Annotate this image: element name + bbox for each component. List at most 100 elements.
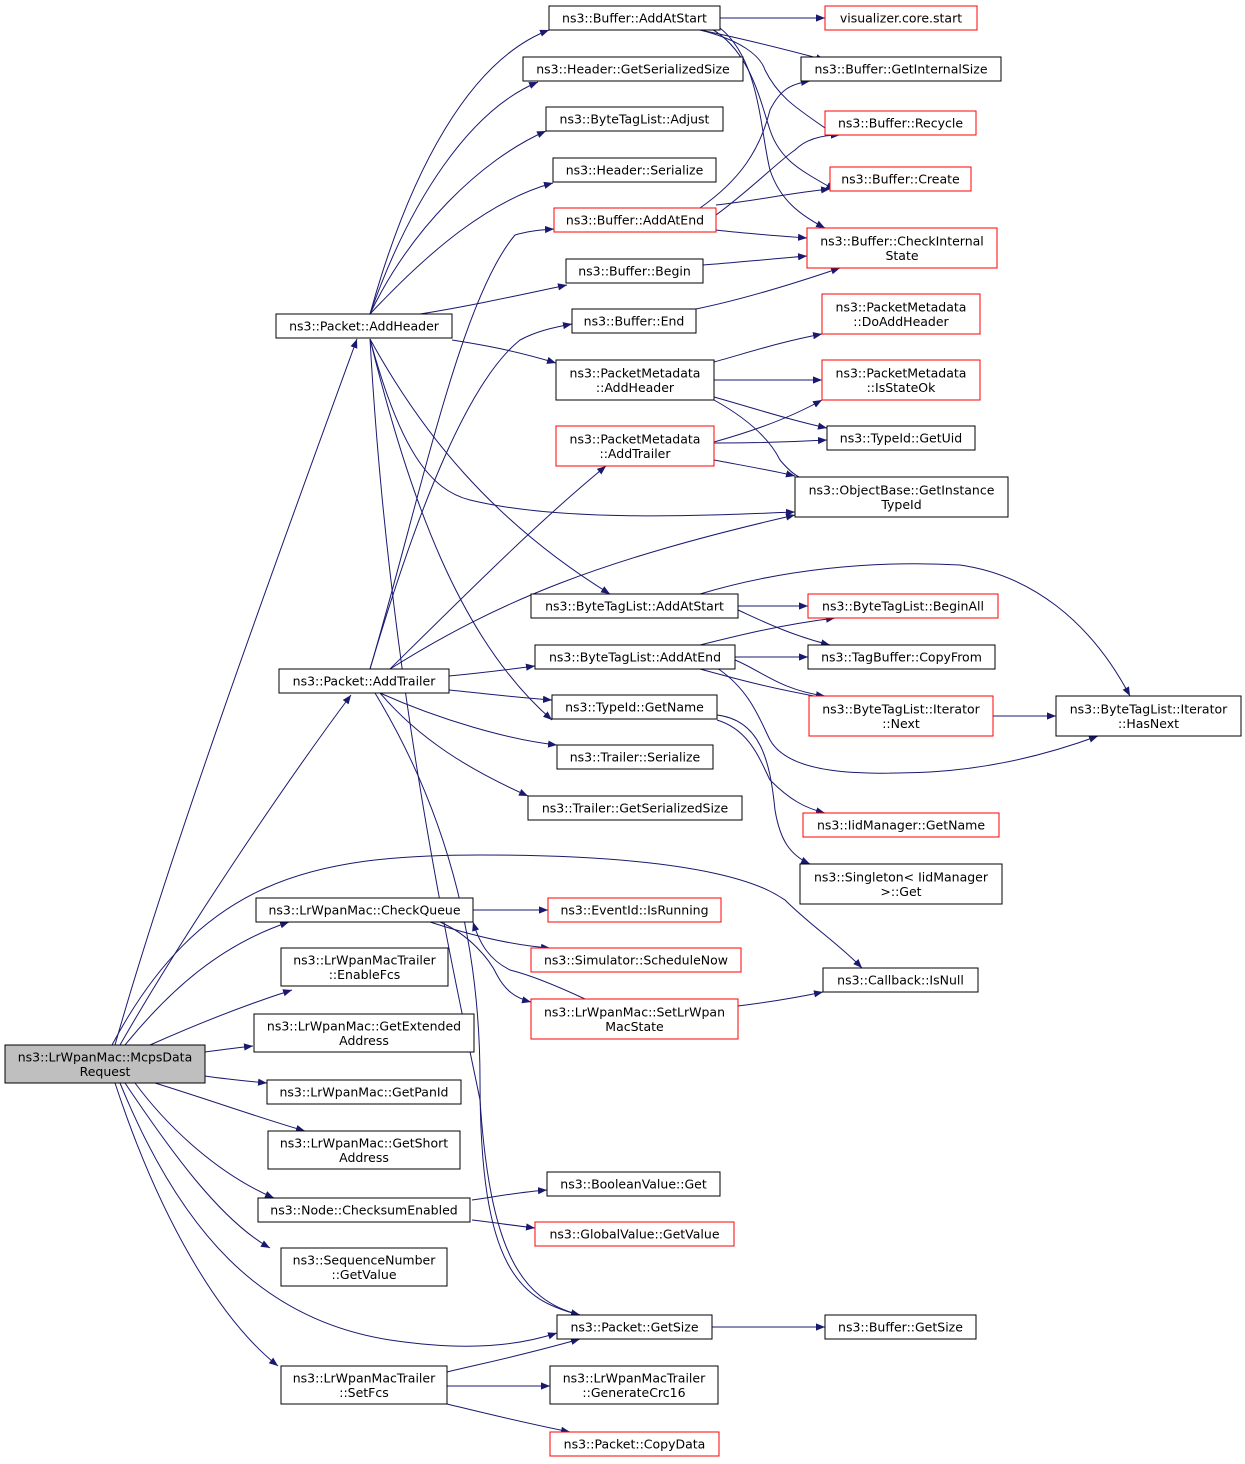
- node-box: [280, 947, 449, 987]
- graph-node-tagbuf-copyfrom[interactable]: ns3::TagBuffer::CopyFrom: [807, 644, 996, 670]
- graph-node-hdr-getsersize[interactable]: ns3::Header::GetSerializedSize: [522, 56, 744, 82]
- graph-node-buf-create[interactable]: ns3::Buffer::Create: [829, 166, 972, 192]
- call-edge: [471, 1219, 536, 1231]
- graph-node-evt-isrunning[interactable]: ns3::EventId::IsRunning: [547, 897, 722, 923]
- graph-node-iid-getname[interactable]: ns3::IidManager::GetName: [802, 812, 1000, 838]
- call-edge: [715, 229, 808, 241]
- graph-node-trl-serialize[interactable]: ns3::Trailer::Serialize: [556, 744, 714, 770]
- graph-node-setfcs[interactable]: ns3::LrWpanMacTrailer::SetFcs: [280, 1365, 448, 1405]
- call-edge: [715, 186, 831, 206]
- call-edge: [446, 1337, 581, 1373]
- graph-node-buf-getintsize[interactable]: ns3::Buffer::GetInternalSize: [800, 56, 1002, 82]
- graph-node-pkt-copydata[interactable]: ns3::Packet::CopyData: [549, 1431, 720, 1457]
- call-edge: [369, 338, 553, 721]
- graph-node-sim-schednow[interactable]: ns3::Simulator::ScheduleNow: [530, 947, 742, 973]
- node-box: [556, 1314, 713, 1340]
- node-label: ns3::PacketMetadata: [836, 299, 967, 314]
- graph-node-seqnum[interactable]: ns3::SequenceNumber::GetValue: [280, 1247, 448, 1287]
- call-edge: [124, 921, 290, 1046]
- graph-node-btl-adjust[interactable]: ns3::ByteTagList::Adjust: [545, 106, 724, 132]
- node-label: Address: [339, 1150, 389, 1165]
- graph-node-buf-addatstart[interactable]: ns3::Buffer::AddAtStart: [548, 5, 721, 31]
- call-edge: [702, 253, 808, 266]
- node-label: ns3::Singleton< IidManager: [814, 869, 989, 884]
- graph-node-pkt-getsize[interactable]: ns3::Packet::GetSize: [556, 1314, 713, 1340]
- graph-node-buf-addatend[interactable]: ns3::Buffer::AddAtEnd: [553, 207, 717, 233]
- node-label: ::AddHeader: [596, 380, 675, 395]
- node-box: [806, 227, 998, 269]
- graph-node-cb-isnull[interactable]: ns3::Callback::IsNull: [822, 967, 979, 993]
- graph-node-btl-iter-hasnext[interactable]: ns3::ByteTagList::Iterator::HasNext: [1055, 695, 1242, 737]
- node-box: [275, 313, 453, 339]
- call-edge: [451, 339, 557, 364]
- graph-node-typeid-getname[interactable]: ns3::TypeId::GetName: [551, 694, 718, 720]
- node-label: ns3::TypeId::GetName: [565, 700, 704, 715]
- node-box: [534, 644, 736, 670]
- node-label: ns3::Node::ChecksumEnabled: [270, 1203, 457, 1218]
- call-edge: [699, 668, 826, 700]
- node-label: ns3::Buffer::GetSize: [838, 1320, 963, 1335]
- graph-node-checksum[interactable]: ns3::Node::ChecksumEnabled: [257, 1197, 471, 1223]
- graph-node-pm-addtrailer[interactable]: ns3::PacketMetadata::AddTrailer: [555, 425, 715, 467]
- graph-node-buf-getsize[interactable]: ns3::Buffer::GetSize: [824, 1314, 977, 1340]
- graph-node-addtrailer[interactable]: ns3::Packet::AddTrailer: [278, 668, 450, 694]
- node-box: [829, 166, 972, 192]
- node-box: [555, 359, 715, 401]
- node-label: ns3::ByteTagList::AddAtStart: [545, 599, 724, 614]
- graph-node-trl-getsersize[interactable]: ns3::Trailer::GetSerializedSize: [527, 795, 743, 821]
- graph-node-gencrc16[interactable]: ns3::LrWpanMacTrailer::GenerateCrc16: [549, 1365, 719, 1405]
- graph-node-addheader[interactable]: ns3::Packet::AddHeader: [275, 313, 453, 339]
- graph-node-enablefcs[interactable]: ns3::LrWpanMacTrailer::EnableFcs: [280, 947, 449, 987]
- graph-node-checkqueue[interactable]: ns3::LrWpanMac::CheckQueue: [255, 897, 474, 923]
- graph-node-pm-addheader[interactable]: ns3::PacketMetadata::AddHeader: [555, 359, 715, 401]
- graph-node-buf-begin[interactable]: ns3::Buffer::Begin: [565, 258, 704, 284]
- graph-node-bool-get[interactable]: ns3::BooleanValue::Get: [546, 1171, 721, 1197]
- graph-node-pm-doaddheader[interactable]: ns3::PacketMetadata::DoAddHeader: [821, 293, 981, 335]
- call-edge: [119, 694, 352, 1046]
- call-edge: [204, 1043, 254, 1053]
- node-box: [257, 1197, 471, 1223]
- node-box: [549, 1365, 719, 1405]
- node-box: [556, 744, 714, 770]
- call-edge: [716, 719, 826, 815]
- graph-node-typeid-getuid[interactable]: ns3::TypeId::GetUid: [826, 425, 976, 451]
- graph-node-gv-getvalue[interactable]: ns3::GlobalValue::GetValue: [534, 1221, 735, 1247]
- node-box: [808, 695, 994, 737]
- node-label: ::EnableFcs: [329, 967, 401, 982]
- graph-node-getpanid[interactable]: ns3::LrWpanMac::GetPanId: [266, 1079, 462, 1105]
- graph-node-btl-addatend[interactable]: ns3::ByteTagList::AddAtEnd: [534, 644, 736, 670]
- node-label: ns3::ByteTagList::Adjust: [560, 112, 710, 127]
- graph-node-singleton-get[interactable]: ns3::Singleton< IidManager>::Get: [799, 863, 1003, 905]
- call-edge: [369, 81, 539, 315]
- node-label: ns3::Simulator::ScheduleNow: [544, 953, 728, 968]
- node-label: ns3::Buffer::End: [584, 314, 685, 329]
- node-box: [826, 425, 976, 451]
- node-box: [821, 359, 981, 401]
- node-label: ns3::ByteTagList::BeginAll: [822, 599, 984, 614]
- node-label: Address: [339, 1033, 389, 1048]
- graph-node-buf-end[interactable]: ns3::Buffer::End: [571, 308, 697, 334]
- node-box: [799, 863, 1003, 905]
- graph-node-vis-start[interactable]: visualizer.core.start: [824, 5, 978, 31]
- call-edge: [448, 689, 553, 703]
- graph-node-btl-addatstart[interactable]: ns3::ByteTagList::AddAtStart: [530, 593, 739, 619]
- graph-node-hdr-serialize[interactable]: ns3::Header::Serialize: [552, 157, 717, 183]
- node-box: [546, 1171, 721, 1197]
- graph-node-pm-isstateok[interactable]: ns3::PacketMetadata::IsStateOk: [821, 359, 981, 401]
- call-edge: [699, 29, 836, 136]
- graph-node-btl-iter-next[interactable]: ns3::ByteTagList::Iterator::Next: [808, 695, 994, 737]
- graph-node-btl-beginall[interactable]: ns3::ByteTagList::BeginAll: [807, 593, 999, 619]
- node-label: ns3::LrWpanMacTrailer: [293, 1370, 436, 1385]
- node-label: ns3::Packet::CopyData: [564, 1437, 706, 1452]
- graph-node-buf-recycle[interactable]: ns3::Buffer::Recycle: [824, 110, 977, 136]
- node-box: [1055, 695, 1242, 737]
- node-label: ::AddTrailer: [600, 446, 672, 461]
- call-edge: [119, 1082, 558, 1347]
- node-box: [822, 967, 979, 993]
